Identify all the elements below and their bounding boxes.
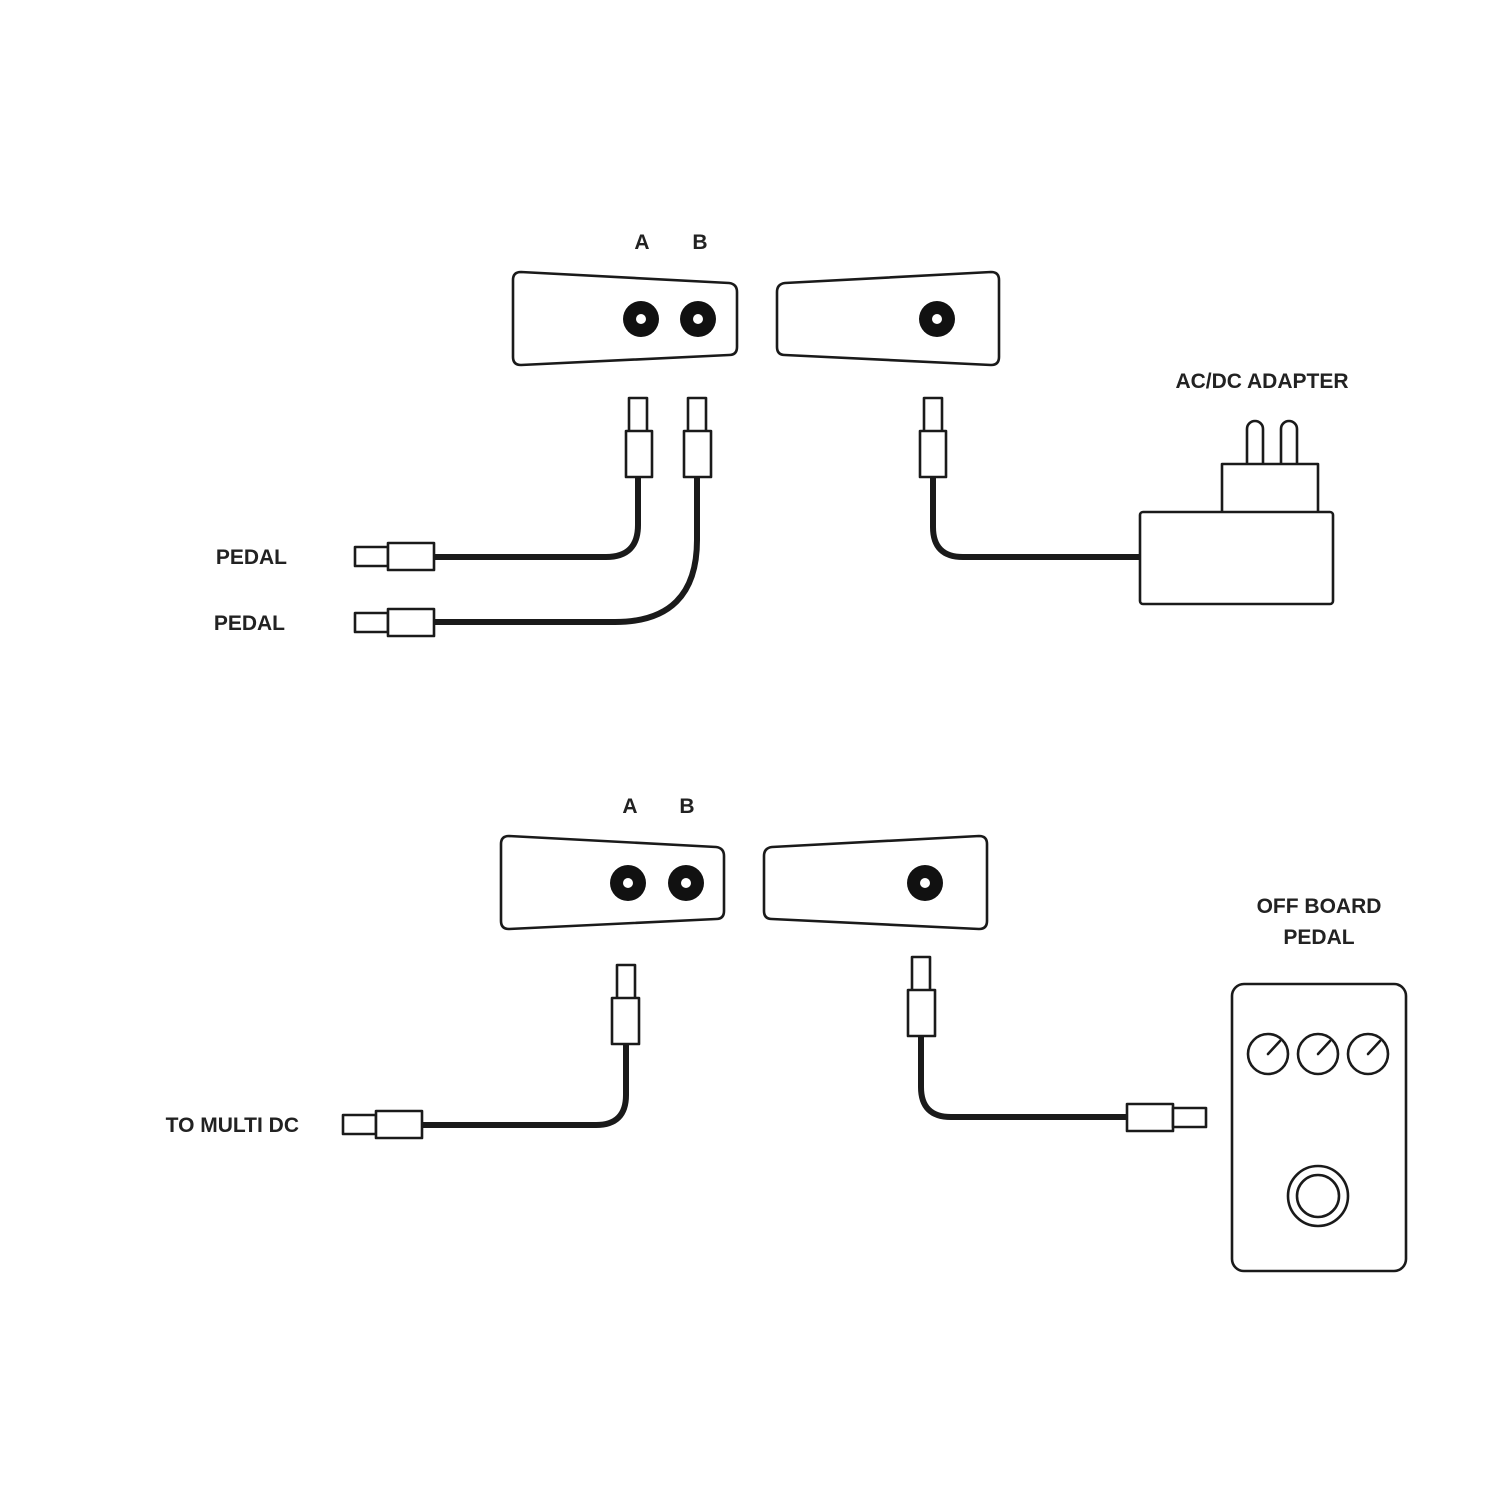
pedal-knob-3-icon [1346, 1032, 1390, 1076]
multi-dc-label: TO MULTI DC [166, 1114, 299, 1137]
bottom-jack-a-label: A [622, 795, 637, 818]
ac-dc-adapter-icon [1138, 419, 1335, 606]
top-pedal-label-2: PEDAL [214, 612, 285, 635]
top-plug-adapter-icon [918, 396, 948, 479]
bottom-jack-b-label: B [679, 795, 694, 818]
top-single-jack-unit-icon [775, 270, 1001, 367]
pedal-knob-1-icon [1246, 1032, 1290, 1076]
top-cable-adapter [930, 475, 1143, 560]
adapter-label: AC/DC ADAPTER [1175, 370, 1348, 393]
bottom-plug-off-board-icon [906, 955, 937, 1038]
off-board-pedal-plug-icon [1125, 1102, 1208, 1133]
effects-pedal-icon [1230, 982, 1408, 1273]
bottom-cable-multi-dc [418, 1041, 629, 1128]
bottom-dual-jack-unit-icon [499, 834, 726, 931]
top-pedal-plug-1-icon [353, 541, 436, 572]
top-plug-b-icon [682, 396, 713, 479]
top-plug-a-icon [624, 396, 654, 479]
top-jack-b-label: B [692, 231, 707, 254]
off-board-label-line2: PEDAL [1283, 926, 1354, 949]
top-pedal-plug-2-icon [353, 607, 436, 638]
top-cable-b [430, 475, 700, 625]
bottom-diagram: A B [166, 795, 1408, 1273]
bottom-single-jack-unit-icon [762, 834, 989, 931]
top-dual-jack-unit-icon [511, 270, 739, 367]
top-diagram: A B [214, 231, 1349, 638]
off-board-label-line1: OFF BOARD [1257, 895, 1382, 918]
top-jack-a-label: A [634, 231, 649, 254]
top-cable-a [430, 475, 641, 560]
pedal-footswitch-icon [1286, 1164, 1350, 1228]
pedal-knob-2-icon [1296, 1032, 1340, 1076]
bottom-cable-off-board [918, 1034, 1130, 1120]
top-pedal-label-1: PEDAL [216, 546, 287, 569]
bottom-plug-a-icon [610, 963, 641, 1046]
multi-dc-plug-icon [341, 1109, 424, 1140]
